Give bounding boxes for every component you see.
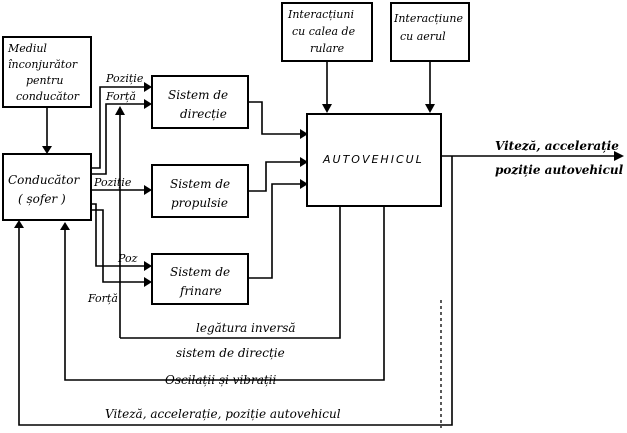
label-forta-frinare: Forță bbox=[87, 292, 118, 305]
label-legatura-line-2: sistem de direcție bbox=[176, 346, 285, 360]
propulsie-line-2: propulsie bbox=[171, 196, 228, 210]
mediul-line-3: pentru bbox=[26, 74, 63, 87]
label-oscilatii: Oscilații și vibrații bbox=[165, 373, 277, 387]
mediul-line-1: Mediul bbox=[7, 42, 47, 55]
signal-labels: Poziție Forță Poziție Poz Forță Viteză, … bbox=[87, 72, 624, 305]
conducator-line-1: Conducător bbox=[8, 173, 80, 187]
block-autovehicul: AUTOVEHICUL bbox=[306, 113, 442, 207]
mediul-line-4: conducător bbox=[16, 90, 80, 103]
label-iesire-line-2: poziție autovehicul bbox=[495, 163, 624, 177]
label-pozitie-propulsie: Poziție bbox=[93, 176, 132, 189]
label-poz-frinare: Poz bbox=[117, 252, 138, 265]
block-sistem-frinare: Sistem de frinare bbox=[151, 253, 249, 305]
label-pozitie-directie: Poziție bbox=[105, 72, 144, 85]
interactiuni-cale-line-2: cu calea de bbox=[292, 25, 356, 38]
interactiune-aer-line-1: Interacțiune bbox=[393, 12, 463, 25]
block-conducator: Conducător ( șofer ) bbox=[2, 153, 92, 221]
block-interactiuni-cale: Interacțiuni cu calea de rulare bbox=[281, 2, 373, 62]
block-sistem-propulsie: Sistem de propulsie bbox=[151, 164, 249, 218]
block-interactiune-aer: Interacțiune cu aerul bbox=[390, 2, 470, 62]
block-sistem-directie: Sistem de direcție bbox=[151, 75, 249, 129]
label-legatura-line-1: legătura inversă bbox=[196, 321, 296, 335]
interactiuni-cale-line-3: rulare bbox=[310, 42, 345, 55]
interactiune-aer-line-2: cu aerul bbox=[400, 30, 446, 43]
label-viteza-feedback: Viteză, accelerație, poziție autovehicul bbox=[105, 407, 341, 421]
block-mediul: Mediul înconjurător pentru conducător bbox=[2, 36, 92, 108]
label-forta-directie: Forță bbox=[105, 90, 136, 103]
frinare-line-1: Sistem de bbox=[170, 265, 230, 279]
conducator-line-2: ( șofer ) bbox=[18, 192, 66, 206]
autovehicul-label: AUTOVEHICUL bbox=[322, 153, 424, 166]
directie-line-2: direcție bbox=[180, 107, 227, 121]
feedback-labels: legătura inversă sistem de direcție Osci… bbox=[105, 321, 341, 421]
connections bbox=[14, 61, 624, 428]
propulsie-line-1: Sistem de bbox=[170, 177, 230, 191]
frinare-line-2: frinare bbox=[179, 284, 222, 298]
interactiuni-cale-line-1: Interacțiuni bbox=[287, 8, 354, 21]
directie-line-1: Sistem de bbox=[168, 88, 228, 102]
mediul-line-2: înconjurător bbox=[8, 58, 78, 71]
label-iesire-line-1: Viteză, accelerație bbox=[495, 139, 619, 153]
